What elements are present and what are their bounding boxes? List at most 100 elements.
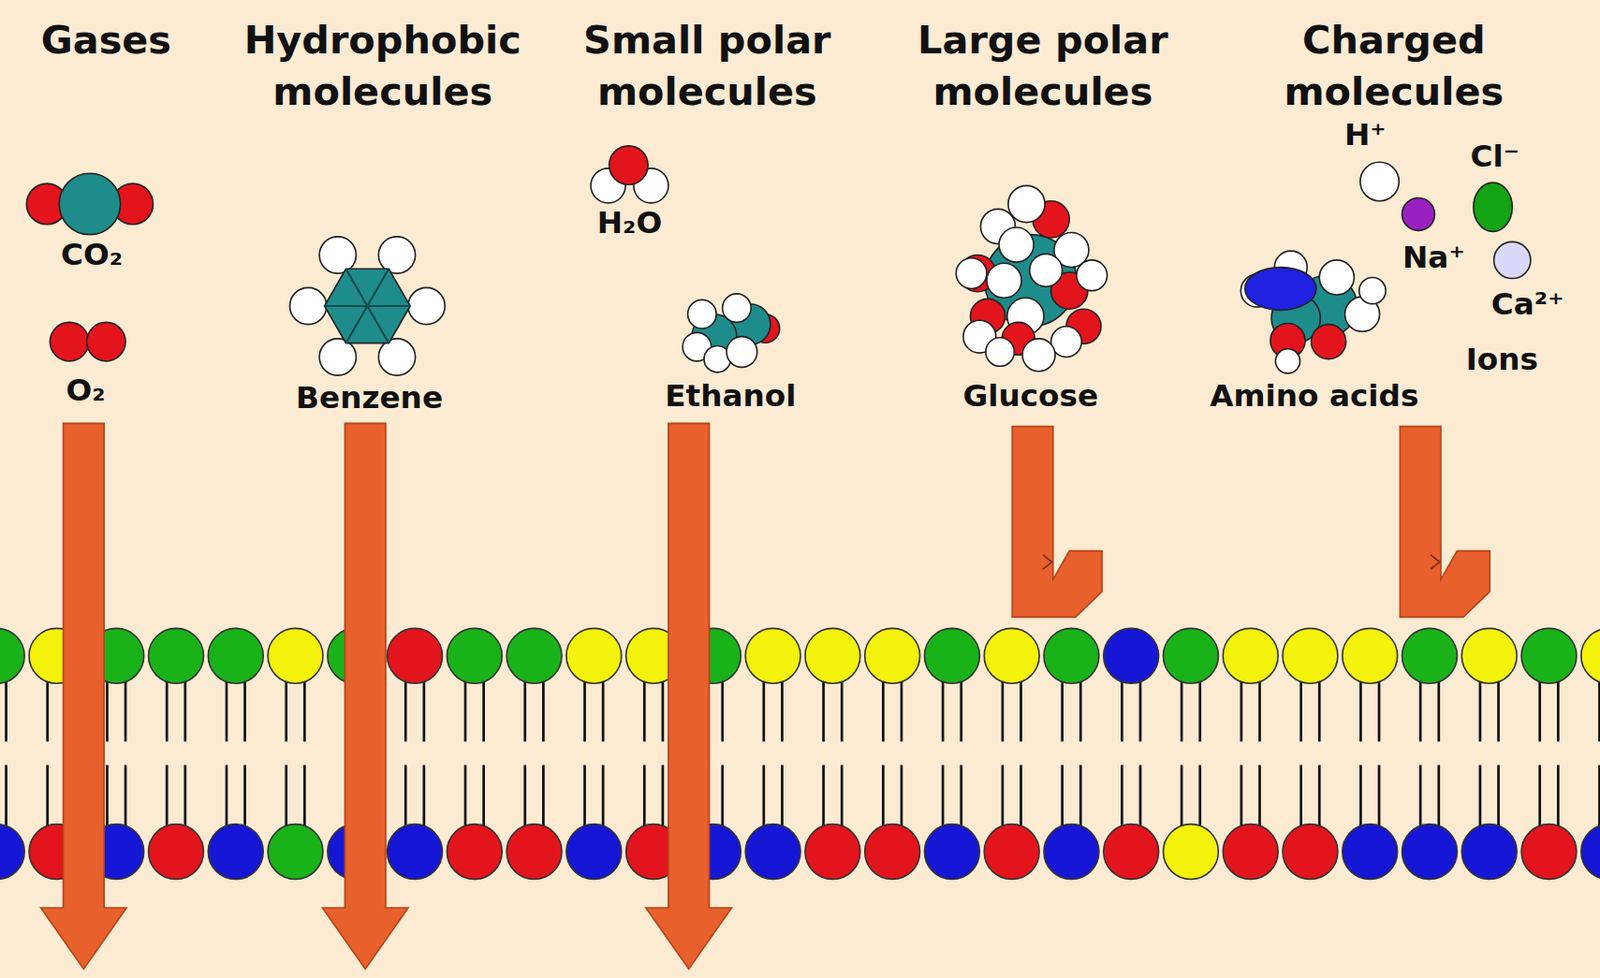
lipid-tail: [1139, 681, 1143, 742]
ion-particles: [1360, 161, 1531, 279]
lipid-tail: [523, 681, 527, 742]
lipid-head: [745, 628, 801, 684]
lipid-head: [1521, 628, 1577, 684]
lipid-head: [1163, 628, 1219, 684]
lipid-tail: [822, 764, 825, 826]
lipid-head: [267, 824, 323, 881]
lipid-head: [1342, 628, 1398, 684]
lipid-head: [1043, 628, 1100, 684]
lipid-tail: [1079, 764, 1083, 826]
lipid-tail: [643, 681, 646, 742]
lipid-tail: [542, 681, 545, 742]
lipid-head: [506, 628, 562, 684]
lipid-head: [983, 628, 1040, 684]
lipid-tail: [423, 764, 426, 826]
lipid-tail: [720, 681, 724, 742]
lipid-head: [1103, 824, 1160, 881]
lipid-head: [1461, 824, 1517, 881]
lipid-head: [745, 824, 801, 881]
lipid-tail: [881, 681, 885, 742]
transport-arrows: [41, 423, 1491, 969]
lipid-tail: [225, 681, 229, 742]
lipid-head: [387, 628, 443, 684]
lipid-head: [1282, 824, 1338, 881]
lipid-head: [148, 824, 205, 881]
lipid-heads: [0, 628, 1600, 880]
lipid-head: [924, 824, 980, 881]
lipid-tail: [1019, 681, 1023, 742]
lipid-tail: [1598, 764, 1600, 826]
lipid-tail: [1060, 681, 1064, 742]
lipid-tail: [1060, 764, 1064, 826]
lipid-tail: [941, 764, 945, 826]
lipid-tail: [225, 764, 229, 826]
lipid-tail: [1240, 764, 1244, 826]
lipid-tail: [1240, 681, 1244, 742]
lipid-tail: [1120, 764, 1124, 826]
lipid-tail: [1497, 681, 1500, 742]
column-heading: Small polar molecules: [548, 14, 866, 119]
lipid-tail: [1556, 764, 1560, 826]
lipid-tail: [762, 764, 765, 826]
lipid-head: [207, 628, 264, 684]
benzene-molecule: [290, 236, 446, 376]
lipid-tail: [523, 764, 527, 826]
ion-label: H⁺: [1344, 114, 1387, 156]
lipid-tail: [1598, 681, 1600, 742]
molecule-label: Amino acids: [1209, 375, 1419, 417]
glucose-molecule: [955, 185, 1107, 371]
lipid-tail: [601, 764, 605, 826]
lipid-tail: [1139, 764, 1143, 826]
lipid-tail: [1437, 764, 1440, 826]
lipid-head: [1521, 824, 1577, 881]
column-heading: Large polar molecules: [884, 14, 1202, 119]
lipid-tail: [124, 681, 128, 742]
lipid-head: [1342, 824, 1398, 881]
lipid-tail: [165, 681, 169, 742]
lipid-tail: [780, 681, 784, 742]
lipid-tail: [423, 681, 426, 742]
lipid-tail: [1419, 681, 1423, 742]
lipid-head: [1103, 628, 1160, 684]
lipid-head: [1282, 628, 1338, 684]
lipid-tail: [822, 681, 825, 742]
lipid-head: [1581, 628, 1600, 684]
lipid-tail: [840, 764, 844, 826]
lipid-tail: [1079, 681, 1083, 742]
o2-molecule: [49, 322, 126, 361]
lipid-head: [1402, 824, 1458, 881]
lipid-tail: [1419, 764, 1423, 826]
lipid-tail: [4, 681, 8, 742]
lipid-tail: [1359, 681, 1363, 742]
column-heading: Hydrophobic molecules: [224, 14, 542, 119]
lipid-tail: [1318, 764, 1322, 826]
lipid-tail: [183, 681, 187, 742]
lipid-tail: [1198, 681, 1202, 742]
lipid-tail: [284, 681, 288, 742]
molecule-label: Ethanol: [664, 375, 796, 417]
lipid-tail: [404, 681, 408, 742]
lipid-tail: [404, 764, 408, 826]
lipid-tail: [583, 681, 587, 742]
lipid-tail: [1120, 681, 1124, 742]
lipid-tail: [900, 681, 904, 742]
lipid-tail: [881, 764, 885, 826]
lipid-tail: [1299, 681, 1303, 742]
lipid-tail: [1497, 764, 1500, 826]
lipid-tail: [1000, 681, 1004, 742]
column-heading: Charged molecules: [1235, 14, 1553, 119]
ion-label: Ca²⁺: [1491, 283, 1565, 325]
ion-label: Cl⁻: [1469, 135, 1519, 177]
lipid-head: [0, 628, 25, 684]
lipid-head: [566, 824, 622, 881]
lipid-tail: [1479, 681, 1483, 742]
ion-label: Ions: [1466, 338, 1539, 381]
lipid-tail: [840, 681, 844, 742]
arrow-bend-marks: [1042, 555, 1440, 570]
lipid-tail: [105, 764, 109, 826]
lipid-tail: [601, 681, 605, 742]
molecule-label: O₂: [65, 370, 105, 412]
lipid-head: [446, 628, 502, 684]
ethanol-molecule: [682, 293, 780, 373]
